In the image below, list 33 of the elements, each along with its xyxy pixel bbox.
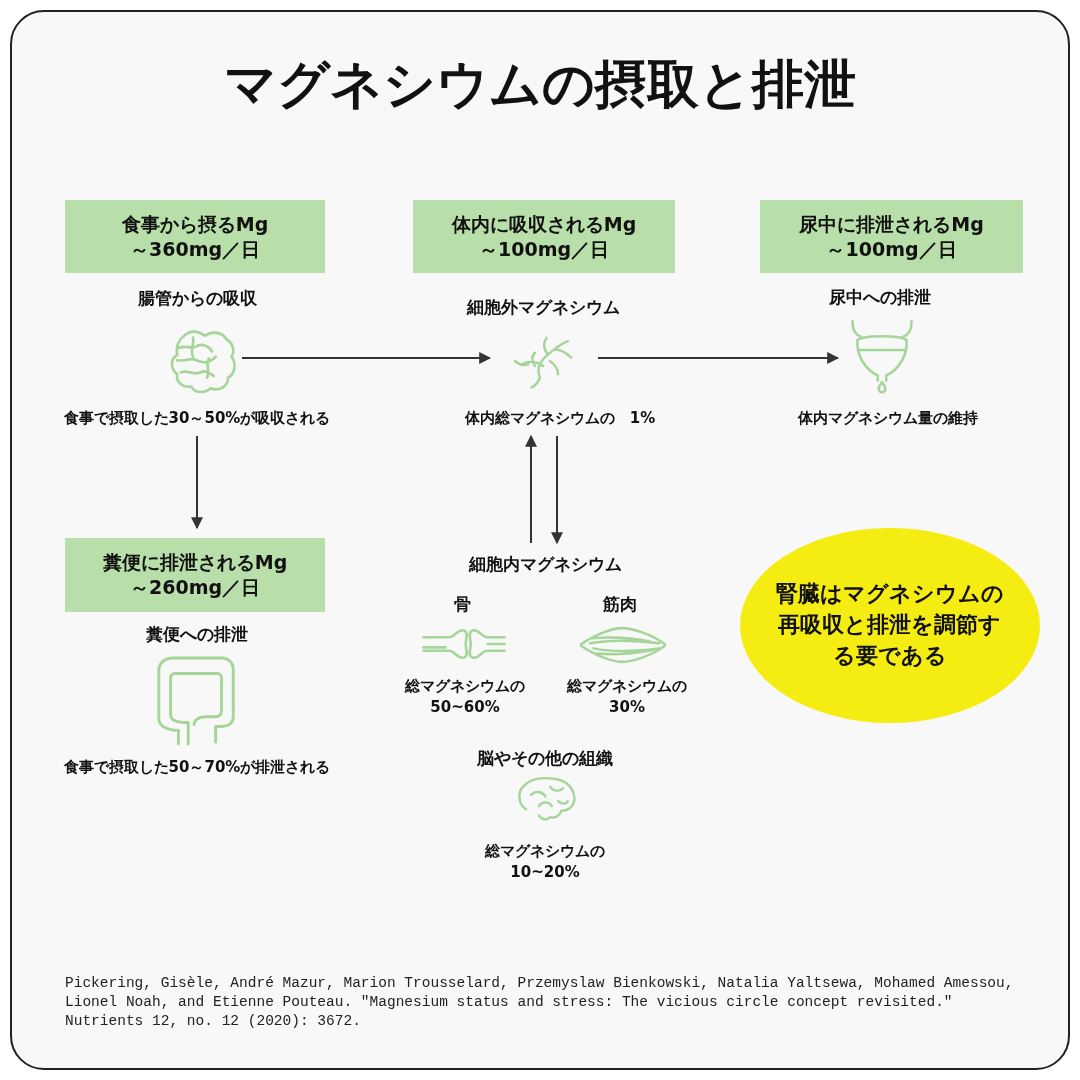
highlight-ellipse [740, 528, 1040, 723]
label-box [413, 200, 675, 273]
citation-text: Pickering, Gisèle, André Mazur, Marion Trousselard, Przemyslaw Bienkowski, Natalia Yaltsewa, Mohamed Amessou, Lionel Noah, and Etienne Pouteau. "Magnesium status and stress: The vicious circle concept revisited." Nutrients 12, no. 12 (2020): 3672. [65, 974, 1015, 1031]
section-heading: 尿中への排泄 [829, 286, 931, 309]
box-label: 食事から摂るMg～360mg／日 [120, 211, 270, 262]
box-label: 糞便に排泄されるMg～260mg／日 [101, 550, 289, 600]
section-heading: 筋肉 [603, 593, 637, 616]
key-message: 腎臓はマグネシウムの再吸収と排泄を調節する要である [775, 580, 1005, 670]
label-box [65, 538, 325, 612]
caption-text: 食事で摂取した50～70%が排泄される [63, 757, 331, 778]
caption-text: 総マグネシウムの30% [565, 676, 688, 718]
arrow [525, 434, 537, 544]
section-heading: 脳やその他の組織 [477, 747, 613, 770]
arrow [597, 352, 840, 364]
flow-text: 体内総マグネシウムの 1% [464, 409, 656, 428]
flow-text: 細胞内マグネシウム [468, 553, 622, 576]
arrow [551, 435, 563, 545]
box-label: 体内に吸収されるMg～100mg／日 [450, 211, 638, 262]
title: マグネシウムの摂取と排泄 [223, 53, 857, 116]
arrow [241, 352, 492, 364]
section-heading: 骨 [453, 593, 471, 616]
arrow [191, 435, 203, 530]
label-box [760, 200, 1023, 273]
muscle-icon [580, 624, 666, 666]
label-box [65, 200, 325, 273]
section-heading: 腸管からの吸収 [137, 287, 257, 310]
caption-text: 総マグネシウムの50~60% [403, 676, 526, 718]
section-heading: 糞便への排泄 [146, 623, 248, 646]
flow-text: 食事で摂取した30～50%が吸収される [63, 409, 331, 428]
section-heading: 細胞外マグネシウム [466, 296, 620, 319]
box-label: 尿中に排泄されるMg～100mg／日 [798, 211, 985, 262]
caption-text: 体内マグネシウム量の維持 [798, 408, 978, 429]
caption-text: 総マグネシウムの10~20% [483, 841, 606, 883]
